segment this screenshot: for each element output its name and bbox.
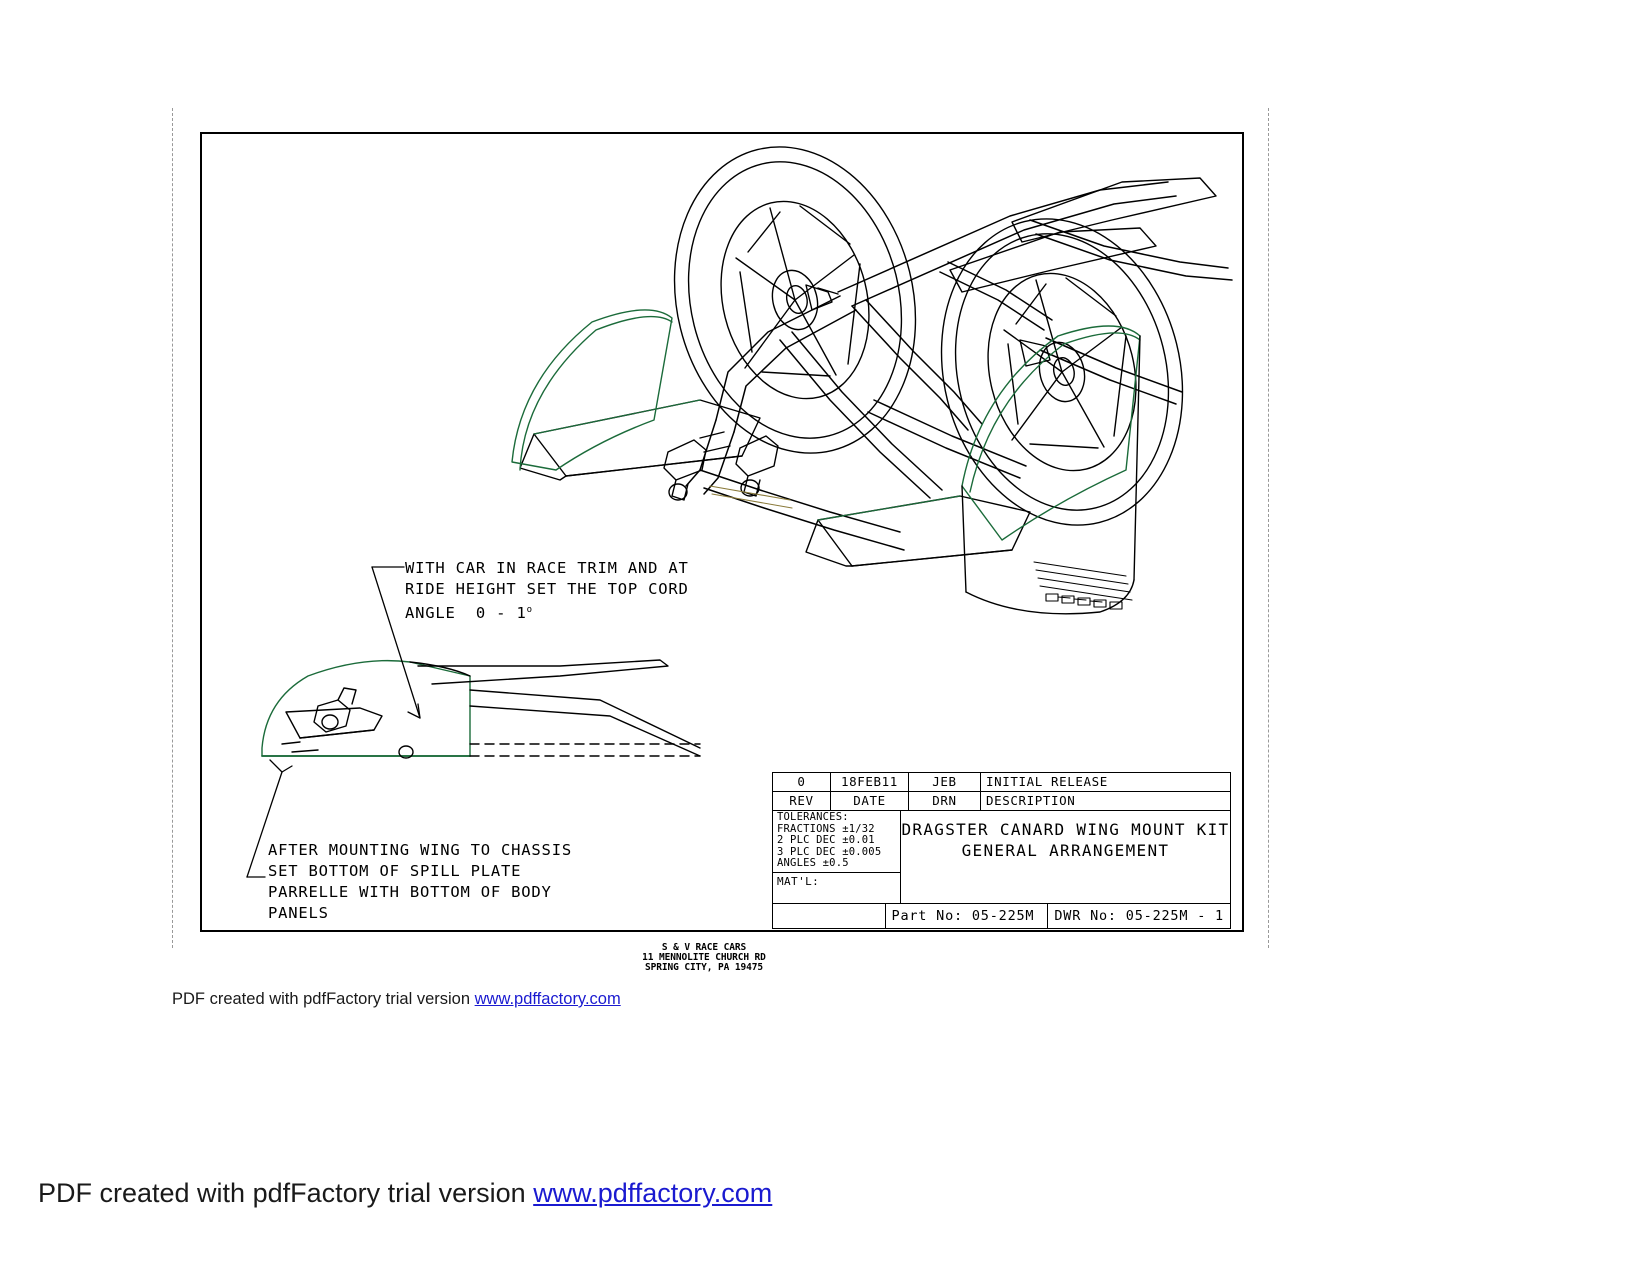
header-drn: DRN xyxy=(909,792,981,811)
revision-row: 0 18FEB11 JEB INITIAL RELEASE xyxy=(773,773,1230,792)
crop-guide-right xyxy=(1268,108,1269,948)
company-address-block: S & V RACE CARS 11 MENNOLITE CHURCH RD S… xyxy=(640,943,768,973)
title-block: 0 18FEB11 JEB INITIAL RELEASE REV DATE D… xyxy=(772,772,1231,929)
part-number: Part No: 05-225M xyxy=(886,903,1049,928)
tolerance-box: TOLERANCES: FRACTIONS ±1/32 2 PLC DEC ±0… xyxy=(773,811,901,903)
drawing-title-line1: DRAGSTER CANARD WING MOUNT KIT xyxy=(901,820,1230,839)
watermark-large-text: PDF created with pdfFactory trial versio… xyxy=(38,1178,534,1208)
degree-symbol: o xyxy=(526,605,533,615)
company-name: S & V RACE CARS xyxy=(661,942,747,953)
note-spill-plate: AFTER MOUNTING WING TO CHASSIS SET BOTTO… xyxy=(268,840,572,924)
note-spill-plate-line3: PARRELLE WITH BOTTOM OF BODY xyxy=(268,883,552,901)
note-race-trim: WITH CAR IN RACE TRIM AND AT RIDE HEIGHT… xyxy=(405,558,689,624)
title-block-bottom: Part No: 05-225M DWR No: 05-225M - 1 xyxy=(773,902,1230,928)
company-cell xyxy=(773,903,886,928)
note-race-trim-line3: ANGLE 0 - 1 xyxy=(405,604,527,623)
note-race-trim-line2: RIDE HEIGHT SET THE TOP CORD xyxy=(405,580,689,598)
crop-guide-left xyxy=(172,108,173,948)
pdf-watermark-large: PDF created with pdfFactory trial versio… xyxy=(38,1178,772,1209)
revision-date: 18FEB11 xyxy=(831,773,909,792)
watermark-large-link[interactable]: www.pdffactory.com xyxy=(533,1178,773,1208)
pdf-watermark-small: PDF created with pdfFactory trial versio… xyxy=(172,990,621,1009)
tolerance-lines: TOLERANCES: FRACTIONS ±1/32 2 PLC DEC ±0… xyxy=(773,811,900,873)
tolerance-two-place: 2 PLC DEC ±0.01 xyxy=(777,834,875,846)
tolerance-heading: TOLERANCES: xyxy=(777,811,849,823)
title-block-middle: TOLERANCES: FRACTIONS ±1/32 2 PLC DEC ±0… xyxy=(773,811,1230,903)
header-date: DATE xyxy=(831,792,909,811)
header-rev: REV xyxy=(773,792,831,811)
note-spill-plate-line2: SET BOTTOM OF SPILL PLATE xyxy=(268,862,522,880)
drawing-number: DWR No: 05-225M - 1 xyxy=(1054,907,1224,924)
tolerance-three-place: 3 PLC DEC ±0.005 xyxy=(777,845,882,858)
company-city: SPRING CITY, PA 19475 xyxy=(644,962,763,973)
note-spill-plate-line4: PANELS xyxy=(268,904,329,922)
watermark-small-text: PDF created with pdfFactory trial versio… xyxy=(172,990,475,1008)
tolerance-fractions: FRACTIONS ±1/32 xyxy=(777,822,875,835)
revision-header-row: REV DATE DRN DESCRIPTION xyxy=(773,792,1230,811)
tolerance-angles: ANGLES ±0.5 xyxy=(777,857,849,869)
watermark-small-link[interactable]: www.pdffactory.com xyxy=(474,990,621,1008)
note-spill-plate-line1: AFTER MOUNTING WING TO CHASSIS xyxy=(268,841,572,859)
revision-drawn-by: JEB xyxy=(909,773,981,792)
drawing-title: DRAGSTER CANARD WING MOUNT KIT GENERAL A… xyxy=(901,811,1230,903)
revision-value: 0 xyxy=(773,773,831,792)
header-desc: DESCRIPTION xyxy=(981,792,1230,811)
drawing-title-line2: GENERAL ARRANGEMENT xyxy=(961,841,1170,860)
note-race-trim-line1: WITH CAR IN RACE TRIM AND AT xyxy=(405,559,689,577)
revision-description: INITIAL RELEASE xyxy=(981,773,1230,792)
material-label: MAT'L: xyxy=(777,874,820,888)
company-street: 11 MENNOLITE CHURCH RD xyxy=(642,952,766,963)
